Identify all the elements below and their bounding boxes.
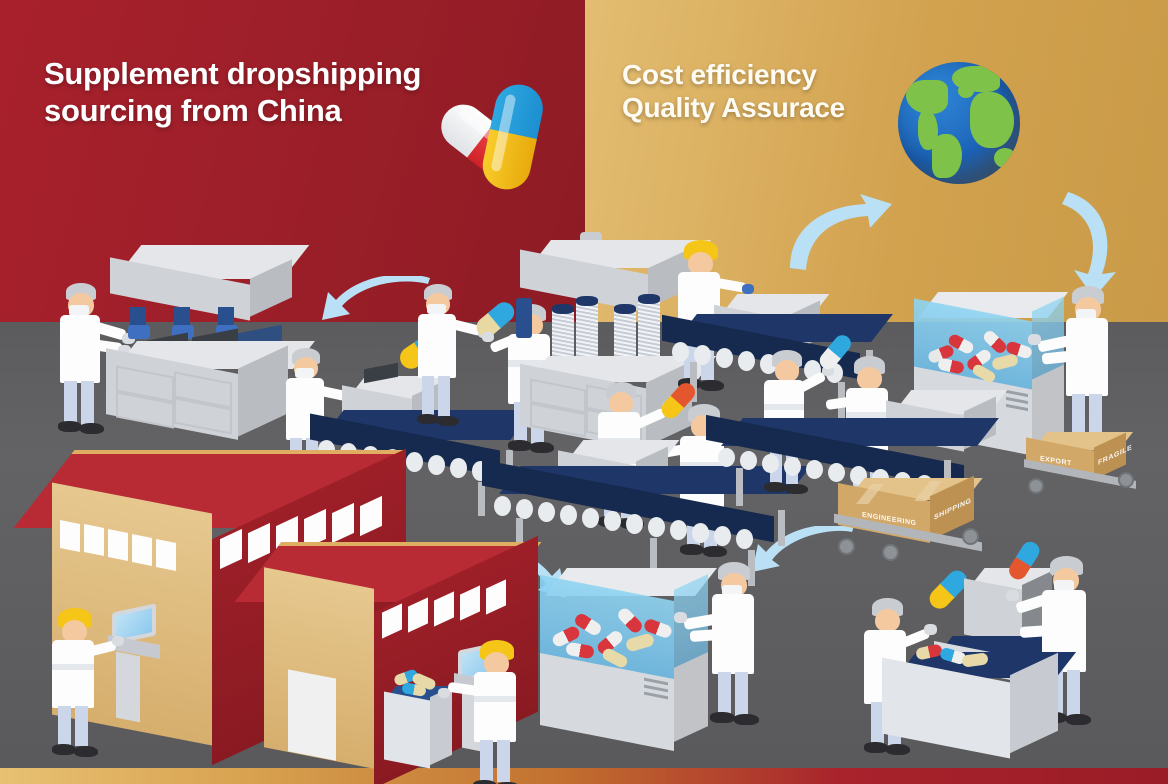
- title-left-line1: Supplement dropshipping: [44, 56, 422, 91]
- scene-raw-material-dosing: [40, 245, 320, 440]
- scene-quality-inspection: EXPORT FRAGILE: [910, 286, 1160, 506]
- pallet-cart: EXPORT FRAGILE: [1024, 432, 1156, 496]
- worker: [1028, 286, 1122, 447]
- scene-product-showcase: [540, 562, 790, 782]
- arrow-globe-to-inspection: [1062, 192, 1116, 298]
- worker-hardhat: [48, 608, 124, 757]
- glass-display-case: [540, 568, 720, 768]
- dosing-nozzles: [126, 307, 296, 370]
- scene-final-qc: [860, 538, 1160, 784]
- arrow-raw-materials-to-blending: [322, 276, 430, 320]
- worker-hardhat: [438, 640, 528, 784]
- bench: [882, 643, 1102, 772]
- blister-stacks: [552, 292, 682, 388]
- bottom-accent-bar: [0, 768, 1168, 784]
- globe-icon: [898, 62, 1020, 184]
- worker: [674, 562, 768, 725]
- scene-secondary-packing: [706, 331, 1020, 524]
- shipping-cartons-cart: ENGINEERING SHIPPING: [834, 475, 1018, 561]
- page-title-left: Supplement dropshipping sourcing from Ch…: [44, 56, 524, 129]
- worker: [52, 283, 135, 434]
- title-left-line2: sourcing from China: [44, 92, 342, 128]
- conveyor-belt: [482, 459, 822, 586]
- title-right-line2: Quality Assurace: [622, 92, 845, 124]
- scene-packing-line: [482, 379, 870, 586]
- arrow-packing-to-globe: [790, 194, 892, 270]
- arrow-shipping-to-display: [752, 526, 854, 572]
- scene-warehouse: [13, 448, 544, 784]
- page-title-right: Cost efficiency Quality Assurace: [622, 58, 942, 124]
- title-right-line1: Cost efficiency: [622, 59, 817, 90]
- press-column: [516, 232, 716, 362]
- scene-tablet-press: [412, 232, 717, 453]
- worker: [412, 284, 490, 426]
